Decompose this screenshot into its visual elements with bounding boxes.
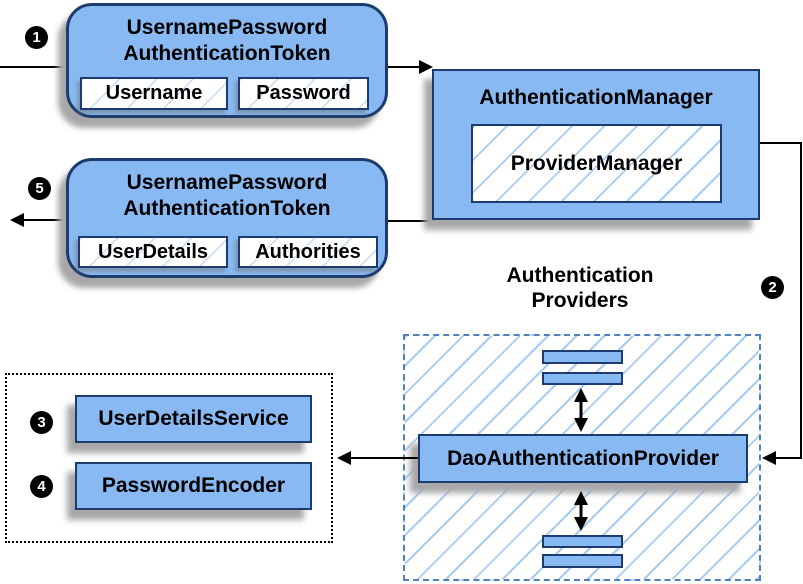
node-authentication-manager: AuthenticationManager ProviderManager [432, 69, 760, 220]
step-badge-3: 3 [30, 411, 53, 434]
step-badge-5: 5 [28, 177, 51, 200]
response-token-title-line2: AuthenticationToken [123, 197, 331, 220]
node-request-token: UsernamePassword AuthenticationToken Use… [66, 3, 388, 118]
field-authorities: Authorities [238, 236, 378, 268]
arrow-request-to-manager [388, 60, 433, 74]
step-badge-1: 1 [25, 26, 48, 49]
providers-label-line1: Authentication [506, 264, 654, 287]
arrow-manager-to-provider [760, 142, 802, 465]
step-badge-4: 4 [30, 475, 53, 498]
node-user-details-service: UserDetailsService [75, 395, 312, 443]
provider-slot-bar [542, 372, 623, 385]
provider-slot-bar [542, 535, 623, 548]
response-token-title-line1: UsernamePassword [126, 171, 328, 194]
request-token-title: UsernamePassword AuthenticationToken [69, 6, 385, 67]
arrow-provider-to-services [337, 451, 418, 465]
node-response-token: UsernamePassword AuthenticationToken Use… [66, 158, 388, 278]
double-arrow-bottom [574, 491, 588, 531]
services-group-box: 3 UserDetailsService 4 PasswordEncoder [5, 373, 333, 543]
node-password-encoder: PasswordEncoder [75, 462, 312, 510]
response-token-title: UsernamePassword AuthenticationToken [69, 161, 385, 222]
field-userdetails: UserDetails [78, 236, 228, 268]
provider-manager-box: ProviderManager [471, 124, 722, 203]
double-arrow-top [574, 388, 588, 432]
arrow-response-out [10, 213, 66, 227]
request-token-title-line1: UsernamePassword [126, 16, 328, 39]
node-dao-authentication-provider: DaoAuthenticationProvider [418, 434, 748, 483]
providers-group-box: DaoAuthenticationProvider [403, 334, 761, 581]
request-token-title-line2: AuthenticationToken [123, 42, 331, 65]
providers-group-label: Authentication Providers [460, 263, 700, 313]
field-username: Username [80, 77, 228, 110]
authentication-manager-title: AuthenticationManager [479, 86, 713, 109]
providers-label-line2: Providers [531, 289, 629, 312]
field-password: Password [238, 77, 369, 110]
step-badge-2: 2 [761, 276, 784, 299]
provider-slot-bar [542, 350, 623, 364]
provider-slot-bar [542, 554, 623, 568]
